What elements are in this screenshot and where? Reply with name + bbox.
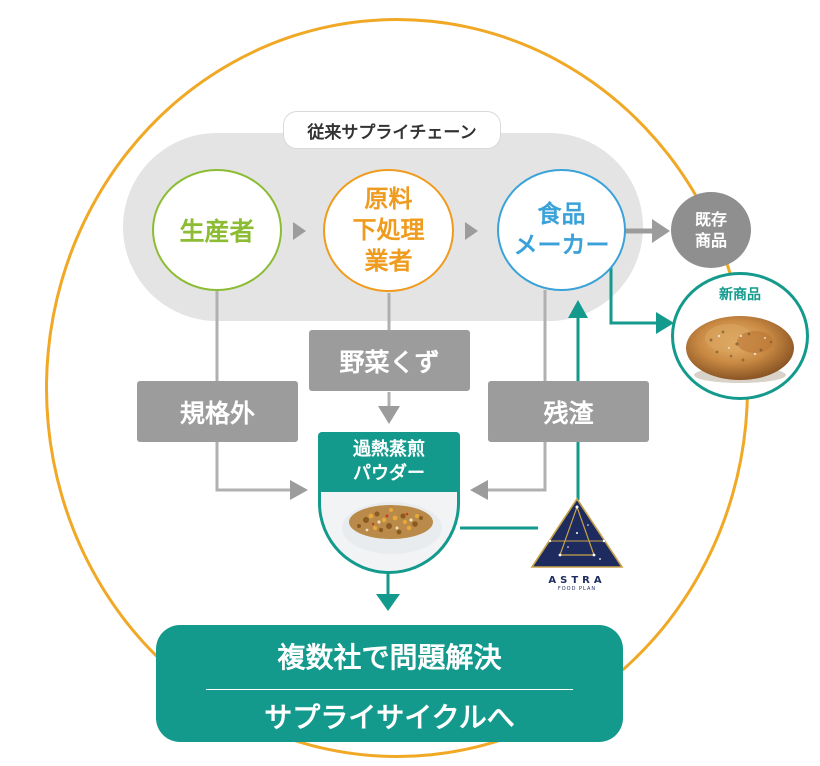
result-divider: [206, 689, 573, 690]
label-offgrade: 規格外: [137, 381, 298, 442]
label-vegetable-scraps: 野菜くず: [309, 330, 470, 391]
bread-image: [686, 316, 794, 383]
node-processor-line3: 業者: [364, 247, 413, 275]
result-box: 複数社で問題解決 サプライサイクルへ: [156, 625, 623, 742]
node-new-product: 新商品: [671, 272, 809, 400]
line-residue: [488, 290, 547, 492]
arrow-maker-to-new-head: [656, 312, 674, 334]
powder-label: 過熱蒸煎 パウダー: [318, 432, 460, 492]
arrow-offgrade-head: [290, 480, 308, 500]
node-producer-label: 生産者: [179, 217, 255, 246]
arrow-producer-to-processor: [293, 222, 306, 240]
arrow-up-to-maker-head: [568, 300, 588, 318]
existing-product-line1: 既存: [694, 210, 727, 229]
powder-label-line1: 過熱蒸煎: [353, 439, 425, 460]
result-line2: サプライサイクルへ: [264, 701, 515, 734]
arrow-residue-head: [470, 480, 488, 500]
node-processor-line2: 下処理: [352, 216, 425, 244]
powder-label-line2: パウダー: [353, 463, 425, 484]
node-food-maker: 食品 メーカー: [497, 169, 626, 291]
node-food-maker-line1: 食品: [537, 200, 586, 228]
arrow-powder-to-result-head: [376, 594, 400, 611]
astra-logo-sub: FOOD PLAN: [557, 586, 597, 592]
node-processor: 原料 下処理 業者: [323, 169, 454, 292]
existing-product-line2: 商品: [694, 231, 727, 250]
supply-chain-title: 従来サプライチェーン: [283, 111, 501, 149]
line-offgrade: [215, 290, 290, 492]
node-processor-line1: 原料: [364, 185, 413, 213]
astra-triangle-icon: [530, 497, 624, 568]
arrow-maker-to-existing-head: [652, 219, 670, 243]
line-maker-to-new: [609, 262, 658, 325]
node-existing-product: 既存 商品: [671, 192, 751, 268]
arrow-vegscraps-head: [378, 406, 400, 424]
astra-logo: ASTRA FOOD PLAN: [530, 497, 624, 597]
new-product-label: 新商品: [719, 287, 761, 303]
powder-illustration: [342, 502, 442, 554]
label-residue: 残渣: [488, 381, 649, 442]
node-food-maker-line2: メーカー: [513, 231, 610, 259]
node-producer: 生産者: [152, 169, 282, 291]
arrow-processor-to-maker: [465, 222, 478, 240]
result-line1: 複数社で問題解決: [277, 641, 502, 674]
astra-logo-name: ASTRA: [548, 575, 606, 586]
